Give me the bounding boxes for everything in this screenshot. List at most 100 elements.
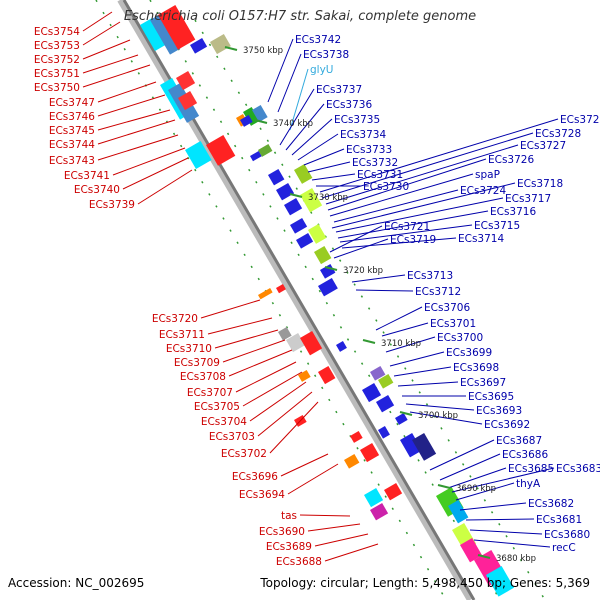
leader-line [289, 68, 309, 131]
leader-line [325, 144, 519, 205]
gene-block [370, 503, 389, 521]
gene-block [276, 284, 286, 294]
length-label: Length: [372, 576, 419, 590]
gene-label-ECs3738: ECs3738 [303, 49, 349, 61]
leader-line [280, 453, 329, 477]
gene-label-ECs3745: ECs3745 [49, 125, 95, 137]
leader-line [291, 118, 333, 156]
gene-block [150, 13, 181, 55]
leader-line [447, 467, 507, 489]
leader-line [267, 38, 294, 103]
leader-line [331, 182, 516, 229]
gene-label-ECs3724: ECs3724 [460, 185, 506, 197]
leader-line [375, 306, 423, 331]
scale-label: 3750 kbp [243, 46, 283, 56]
gene-features [140, 5, 515, 597]
topology-value: circular [320, 576, 365, 590]
gene-label-ECs3734: ECs3734 [340, 129, 386, 141]
gene-label-ECs3753: ECs3753 [34, 40, 80, 52]
gene-block [178, 91, 198, 111]
gene-block [378, 374, 394, 389]
gene-label-ECs3744: ECs3744 [49, 139, 95, 151]
leader-line [287, 463, 339, 495]
scale-label: 3720 kbp [343, 266, 383, 276]
gene-label-ECs3708: ECs3708 [180, 371, 226, 383]
scale-tick [399, 411, 413, 416]
gene-block [378, 425, 390, 439]
leader-line [381, 322, 429, 337]
label-leader-lines [82, 11, 559, 562]
gene-block [308, 224, 327, 244]
gene-block [190, 38, 208, 54]
gene-label-ECs3727: ECs3727 [520, 140, 566, 152]
gene-block [344, 453, 360, 469]
gene-block [140, 18, 168, 51]
scale-tick [254, 119, 268, 124]
leader-line [242, 371, 303, 407]
leader-line [200, 299, 261, 319]
gene-label-ECs3696: ECs3696 [232, 471, 278, 483]
gene-label-ECs3686: ECs3686 [502, 449, 548, 461]
gene-block [297, 370, 311, 382]
gene-block [460, 538, 483, 563]
gene-label-ECs3713: ECs3713 [407, 270, 453, 282]
gene-block [384, 483, 403, 501]
gene-label-ECs3703: ECs3703 [209, 431, 255, 443]
gene-block [448, 499, 469, 524]
gene-label-ECs3711: ECs3711 [159, 329, 205, 341]
leader-line [299, 514, 351, 517]
gene-label-ECs3721: ECs3721 [384, 221, 430, 233]
leader-line [97, 134, 179, 161]
leader-line [337, 210, 489, 239]
gene-label-ECs3699: ECs3699 [446, 347, 492, 359]
gene-label-ECs3732: ECs3732 [352, 157, 398, 169]
gene-label-ECs3706: ECs3706 [424, 302, 470, 314]
gene-block [400, 432, 423, 458]
leader-line [473, 539, 551, 548]
leader-line [389, 351, 445, 367]
gene-label-ECs3742: ECs3742 [295, 34, 341, 46]
gene-block [240, 115, 253, 127]
gene-label-ECs3726: ECs3726 [488, 154, 534, 166]
gene-block [286, 333, 306, 353]
gene-label-ECs3741: ECs3741 [64, 170, 110, 182]
leader-line [207, 317, 273, 335]
topology-label: Topology: [260, 576, 317, 590]
gene-block [395, 413, 408, 425]
leader-line [311, 173, 356, 181]
leader-line [459, 502, 527, 511]
leader-line [393, 366, 452, 377]
gene-label-ECs3683: ECs3683 [556, 463, 600, 475]
leader-line [97, 119, 176, 145]
leader-line [385, 336, 436, 353]
gene-label-ECs3747: ECs3747 [49, 97, 95, 109]
gene-label-ECs3728: ECs3728 [535, 128, 581, 140]
leader-line [329, 225, 383, 253]
leader-line [341, 237, 457, 249]
gene-block [157, 5, 196, 50]
leader-line [314, 533, 369, 547]
length-value: 5,498,450 bp [421, 576, 502, 590]
gene-block [486, 566, 515, 597]
gene-block [278, 327, 292, 341]
scale-tick [224, 46, 238, 51]
leader-line [82, 39, 131, 60]
scale-tick [324, 266, 338, 271]
gene-label-ECs3682: ECs3682 [528, 498, 574, 510]
leader-line [333, 238, 389, 259]
leader-line [122, 157, 189, 190]
gene-label-ECs3716: ECs3716 [490, 206, 536, 218]
gene-label-ECs3715: ECs3715 [474, 220, 520, 232]
gene-label-ECs3694: ECs3694 [239, 489, 285, 501]
leader-line [321, 132, 534, 199]
gene-label-ECs3752: ECs3752 [34, 54, 80, 66]
gene-label-ECs3697: ECs3697 [460, 377, 506, 389]
leader-line [82, 11, 113, 32]
gene-label-ECs3702: ECs3702 [221, 448, 267, 460]
gene-label-ECs3733: ECs3733 [346, 144, 392, 156]
scale-tick [289, 193, 303, 198]
accession-info: Accession: NC_002695 [8, 576, 144, 590]
gene-label-glyU: glyU [310, 64, 333, 76]
gene-label-spaP: spaP [475, 169, 500, 181]
